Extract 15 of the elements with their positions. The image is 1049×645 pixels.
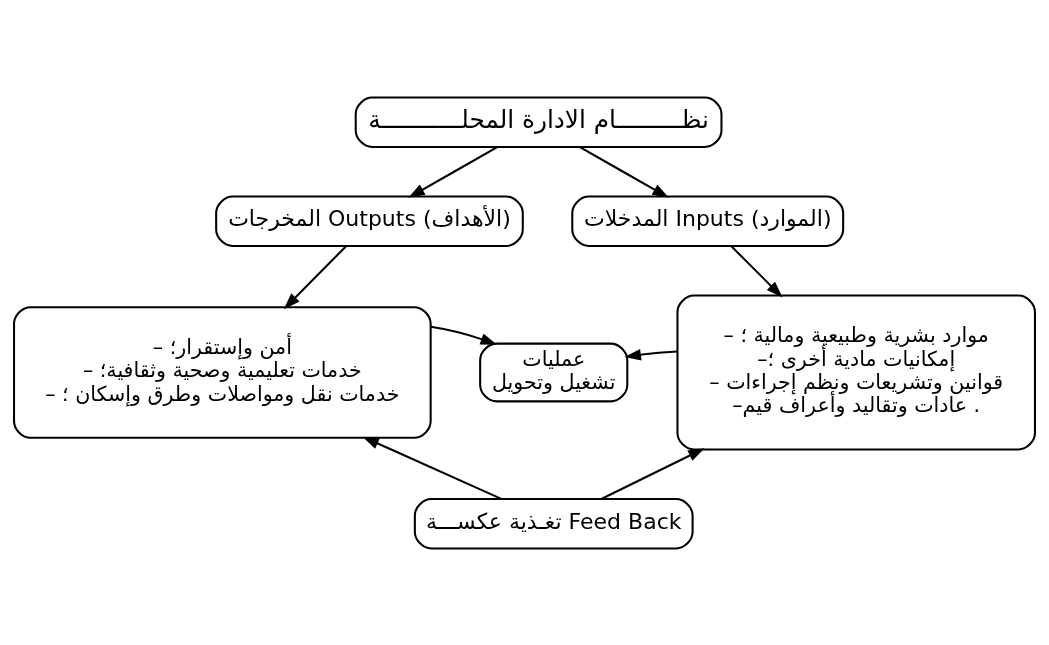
arrow — [624, 348, 678, 360]
node-box: – أمن وإستقرار؛ – خدمات تعليمية وصحية وثقافية؛ – خدمات نقل ومواصلات وطرق وإسكان ؛ — [13, 305, 432, 439]
arrow — [730, 245, 783, 297]
node-box: تغـذية عكســـة Feed Back — [413, 497, 694, 550]
arrow — [362, 436, 502, 500]
node-box: – موارد بشرية وطبيعية ومالية ؛ –إمكانيات مادية أخرى ؛ – قوانين وتشريعات ونظم إجراءات –عادات وتقاليد وأعراف قيم . — [676, 293, 1036, 451]
node-box: نظـــــــــام الادارة المحلـــــــــــة — [354, 95, 723, 148]
arrow — [430, 325, 498, 345]
arrow — [283, 245, 347, 309]
arrow — [408, 145, 498, 198]
arrow — [601, 447, 705, 500]
node-box: عمليات تشغيل وتحويل — [479, 342, 629, 402]
node-box: المدخلات Inputs (الموارد) — [571, 194, 845, 247]
node-box: المخرجات Outputs (الأهداف) — [215, 194, 524, 247]
arrow — [579, 145, 669, 198]
